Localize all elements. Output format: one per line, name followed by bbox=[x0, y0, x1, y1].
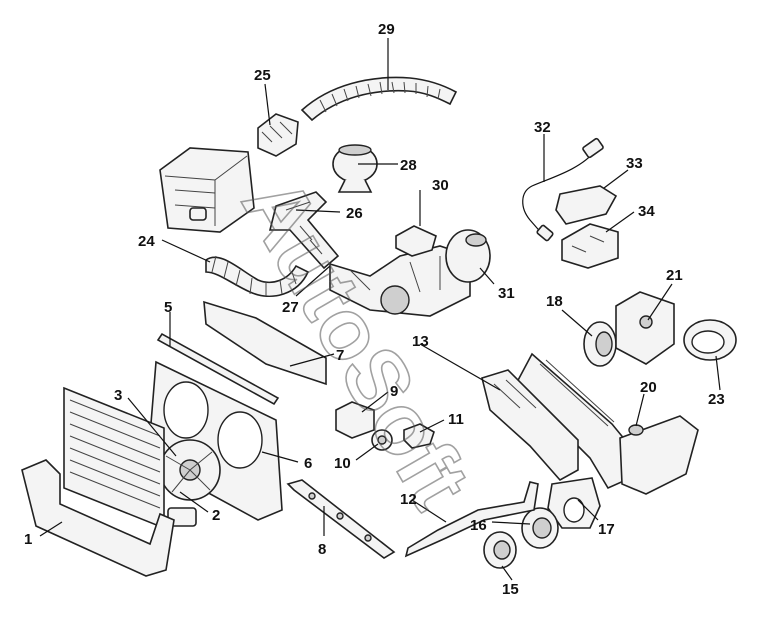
callout-labels: 29 25 32 28 33 30 26 34 24 21 31 27 18 5… bbox=[24, 21, 725, 598]
part-11-clip bbox=[403, 423, 435, 449]
part-26-intake-duct bbox=[268, 191, 340, 270]
callout-12: 12 bbox=[400, 491, 417, 508]
callout-18: 18 bbox=[546, 293, 563, 310]
callout-25: 25 bbox=[254, 67, 271, 84]
part-12-pipe bbox=[404, 481, 539, 558]
callout-29: 29 bbox=[378, 21, 395, 38]
part-3-fan bbox=[159, 439, 221, 501]
part-7-shroud-top bbox=[203, 300, 327, 386]
part-radiator bbox=[63, 386, 165, 530]
part-34-bracket bbox=[561, 223, 619, 269]
callout-34: 34 bbox=[638, 203, 655, 220]
callout-13: 13 bbox=[412, 333, 429, 350]
callout-33: 33 bbox=[626, 155, 643, 172]
callout-11: 11 bbox=[448, 411, 464, 428]
part-29-corrugated-hose bbox=[300, 76, 458, 122]
callout-16: 16 bbox=[470, 517, 487, 534]
part-9-mount bbox=[335, 401, 375, 439]
callout-17: 17 bbox=[598, 521, 615, 538]
callout-6: 6 bbox=[304, 455, 312, 472]
leader-lines bbox=[39, 38, 721, 581]
callout-30: 30 bbox=[432, 177, 449, 194]
callout-21: 21 bbox=[666, 267, 683, 284]
part-32-sensor-cable bbox=[522, 137, 604, 242]
part-16-pulley bbox=[521, 507, 559, 549]
part-1-lower-bracket bbox=[21, 459, 175, 577]
part-throttle-body bbox=[329, 245, 471, 317]
callout-10: 10 bbox=[334, 455, 351, 472]
callout-1: 1 bbox=[24, 531, 32, 548]
part-18-pulley bbox=[583, 321, 617, 367]
part-20-belt-guard bbox=[619, 415, 699, 495]
callout-8: 8 bbox=[318, 541, 326, 558]
part-8-rail bbox=[286, 479, 396, 559]
callout-28: 28 bbox=[400, 157, 417, 174]
callout-20: 20 bbox=[640, 379, 657, 396]
part-30-bracket bbox=[395, 225, 437, 257]
part-15-pulley bbox=[483, 531, 517, 569]
callout-24: 24 bbox=[138, 233, 155, 250]
part-25-hose-connector bbox=[257, 113, 299, 157]
part-28-reservoir bbox=[332, 144, 378, 193]
callout-27: 27 bbox=[282, 299, 299, 316]
part-23-seal bbox=[683, 319, 737, 361]
part-6-fan-shroud bbox=[147, 360, 283, 521]
callout-23: 23 bbox=[708, 391, 725, 408]
part-21-bracket bbox=[615, 291, 675, 365]
callout-15: 15 bbox=[502, 581, 519, 598]
callout-3: 3 bbox=[114, 387, 122, 404]
callout-2: 2 bbox=[212, 507, 220, 524]
part-24-corrugated-hose bbox=[205, 255, 310, 297]
part-air-filter-housing bbox=[159, 147, 255, 233]
callout-9: 9 bbox=[390, 383, 398, 400]
part-33-bracket bbox=[555, 185, 618, 225]
part-31-elbow bbox=[445, 229, 491, 283]
callout-7: 7 bbox=[336, 347, 344, 364]
part-coolant-pipe bbox=[481, 369, 579, 482]
callout-32: 32 bbox=[534, 119, 551, 136]
callout-5: 5 bbox=[164, 299, 172, 316]
part-17-housing bbox=[547, 477, 601, 529]
callout-26: 26 bbox=[346, 205, 363, 222]
part-5-seal-strip bbox=[156, 332, 280, 406]
callout-31: 31 bbox=[498, 285, 515, 302]
